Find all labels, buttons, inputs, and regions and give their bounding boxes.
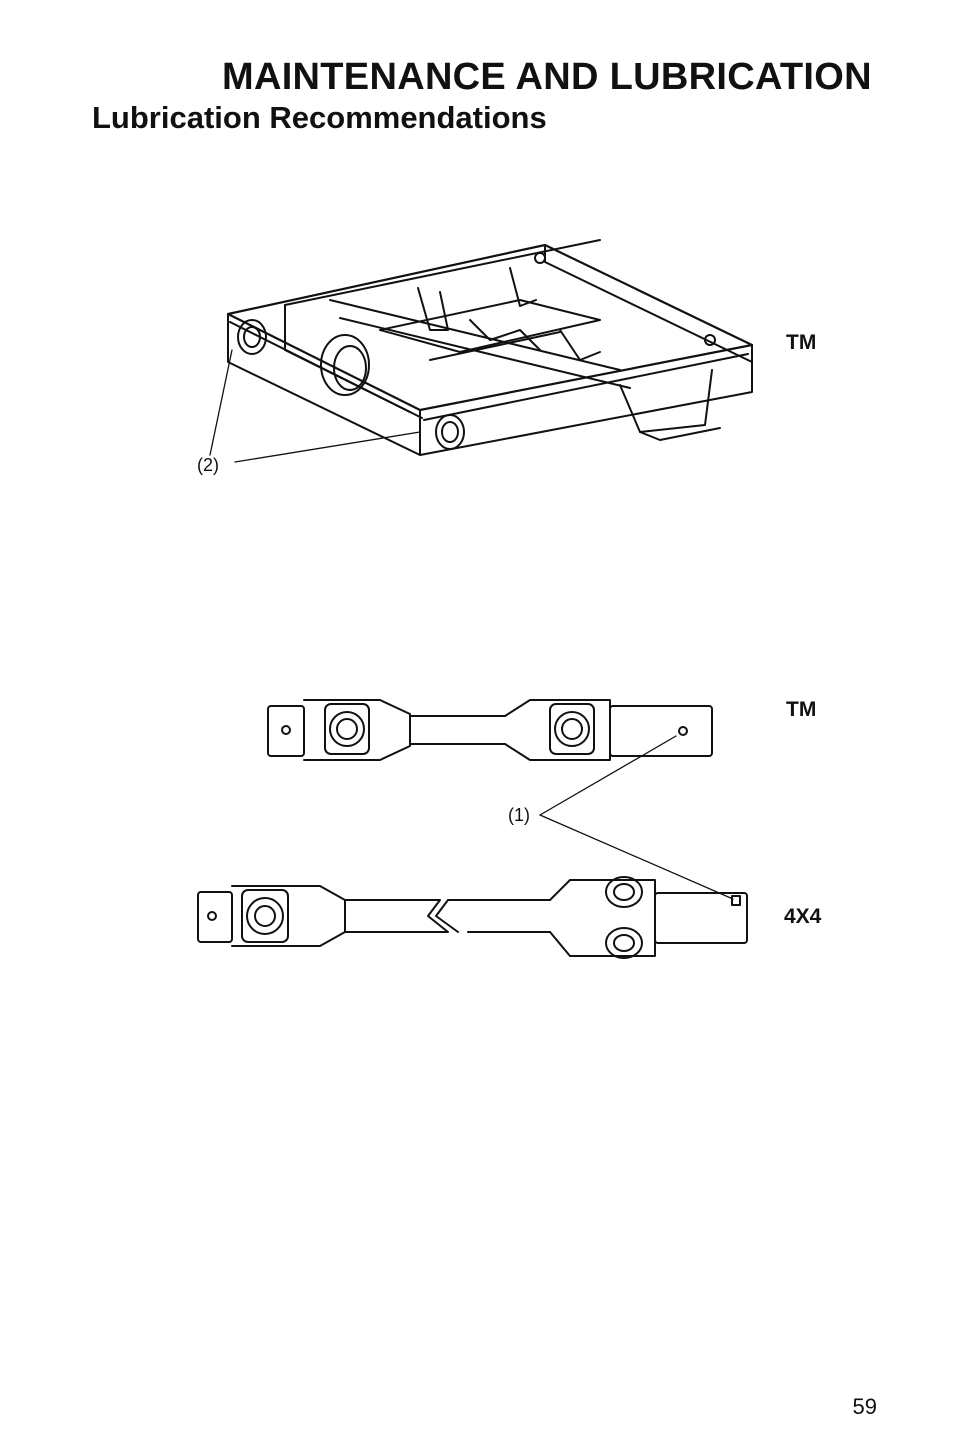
section-subtitle: Lubrication Recommendations (92, 100, 547, 135)
tm-shaft-model-label: TM (786, 698, 817, 721)
callout-2: (2) (197, 455, 219, 475)
tm-driveshaft-illustration (267, 699, 713, 761)
callout-1: (1) (508, 805, 530, 825)
frame-model-label: TM (786, 331, 817, 354)
frame-illustration (226, 239, 754, 456)
page-number: 59 (852, 1394, 877, 1419)
page-title: MAINTENANCE AND LUBRICATION (222, 56, 872, 98)
4x4-driveshaft-illustration (197, 876, 748, 959)
4x4-shaft-model-label: 4X4 (784, 905, 822, 928)
